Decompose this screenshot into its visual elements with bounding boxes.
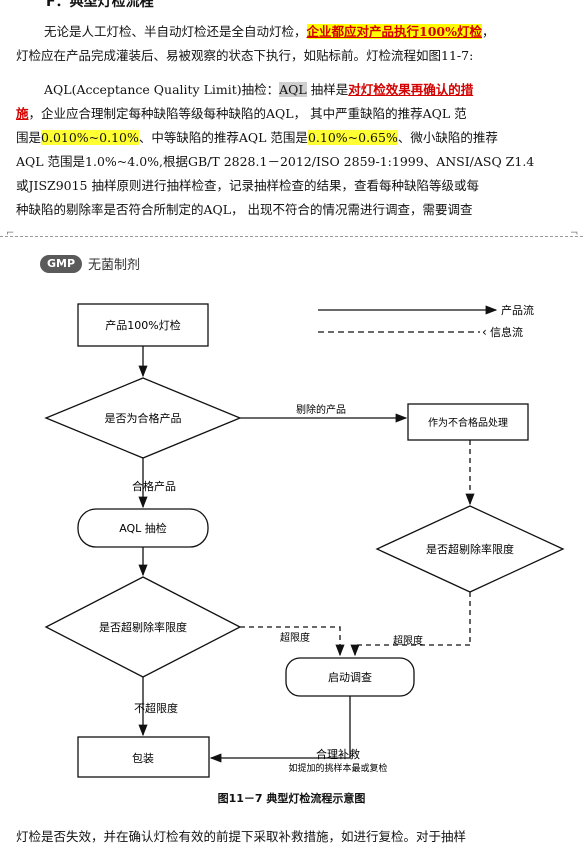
paragraph-aql: AQL(Acceptance Quality Limit)抽检：AQL 抽样是对…	[16, 78, 560, 222]
dash-exceed-left	[240, 626, 345, 657]
box-nonconforming	[407, 403, 529, 441]
diamond-limit-label: 是否超剔除率限度	[99, 620, 187, 634]
box-full-inspection	[77, 303, 209, 347]
aql-text: 抽样是	[306, 82, 349, 97]
box-investigate-label: 启动调查	[328, 670, 372, 684]
label-exceed-left: 超限度	[280, 631, 310, 644]
box-nonconforming-label: 作为不合格品处理	[428, 416, 508, 429]
box-pack	[77, 736, 210, 778]
major-range: 0.10%~0.65%	[307, 130, 398, 145]
box-full-inspection-label: 产品100%灯检	[105, 318, 180, 332]
legend-info-label: 信息流	[490, 325, 523, 339]
bottom-paragraph: 灯检是否失效，并在确认灯检有效的前提下采取补救措施，如进行复检。对于抽样	[16, 829, 467, 844]
brand-name: 无菌制剂	[88, 258, 141, 273]
aql-line5: 或JISZ9015 抽样原则进行抽样检查，记录抽样检查的结果，查看每种缺陷等级或…	[16, 178, 479, 193]
aql-line4: AQL 范围是1.0%~4.0%,根据GB/T 2828.1－2012/ISO …	[16, 154, 535, 169]
gmp-logo: GMP	[40, 254, 82, 273]
section-heading: F．典型灯检流程	[46, 0, 154, 10]
aql-line3-a: 围是	[16, 130, 42, 145]
legend-product-label: 产品流	[501, 303, 534, 317]
aql-emphasis: 对灯检效果再确认的措	[348, 82, 474, 97]
highlight-full-inspection: 企业都应对产品执行100%灯检	[306, 24, 482, 39]
label-remedy: 合理补救	[316, 747, 360, 761]
diamond-right-limit-label: 是否超剔除率限度	[426, 542, 514, 556]
label-rejected: 剔除的产品	[296, 403, 346, 416]
legend-info-tick: ‹	[482, 325, 487, 339]
paragraph-intro: 无论是人工灯检、半自动灯检还是全自动灯检，企业都应对产品执行100%灯检， 灯检…	[16, 20, 560, 68]
figure-caption: 图11－7 典型灯检流程示意图	[217, 792, 366, 805]
intro-text: 无论是人工灯检、半自动灯检还是全自动灯检，	[44, 24, 307, 39]
box-aql-label: AQL 抽检	[119, 521, 167, 535]
diamond-qualified-label: 是否为合格产品	[105, 411, 182, 425]
intro-line-2: 灯检应在产品完成灌装后、易被观察的状态下执行，如贴标前。灯检流程如图11-7:	[16, 48, 474, 63]
critical-range: 0.010%~0.10%	[41, 130, 139, 145]
aql-term: AQL	[279, 82, 307, 97]
label-remedy-detail: 如提加的挑样本最或复检	[288, 762, 387, 774]
page-break-line	[0, 236, 583, 237]
label-pass: 合格产品	[132, 479, 176, 493]
aql-emphasis-end: 施	[16, 106, 29, 121]
label-exceed-right: 超限度	[393, 634, 423, 647]
brand-header: GMP 无菌制剂	[40, 254, 140, 273]
aql-intro: AQL(Acceptance Quality Limit)抽检：	[44, 82, 280, 97]
page-corner-mark-right: ¬	[570, 228, 579, 239]
aql-line6: 种缺陷的剔除率是否符合所制定的AQL， 出现不符合的情况需进行调查，需要调查	[16, 202, 473, 217]
intro-comma: ，	[482, 24, 495, 39]
page-corner-mark-left: ⌐	[6, 228, 15, 239]
label-not-exceed: 不超限度	[134, 701, 178, 715]
arrow-remedy-pack	[209, 745, 351, 763]
box-pack-label: 包装	[132, 752, 154, 765]
aql-line2: ，企业应合理制定每种缺陷等级每种缺陷的AQL， 其中严重缺陷的推荐AQL 范	[28, 106, 467, 121]
aql-line3-c: 、微小缺陷的推荐	[397, 130, 498, 145]
aql-line3-b: 、中等缺陷的推荐AQL 范围是	[138, 130, 308, 145]
